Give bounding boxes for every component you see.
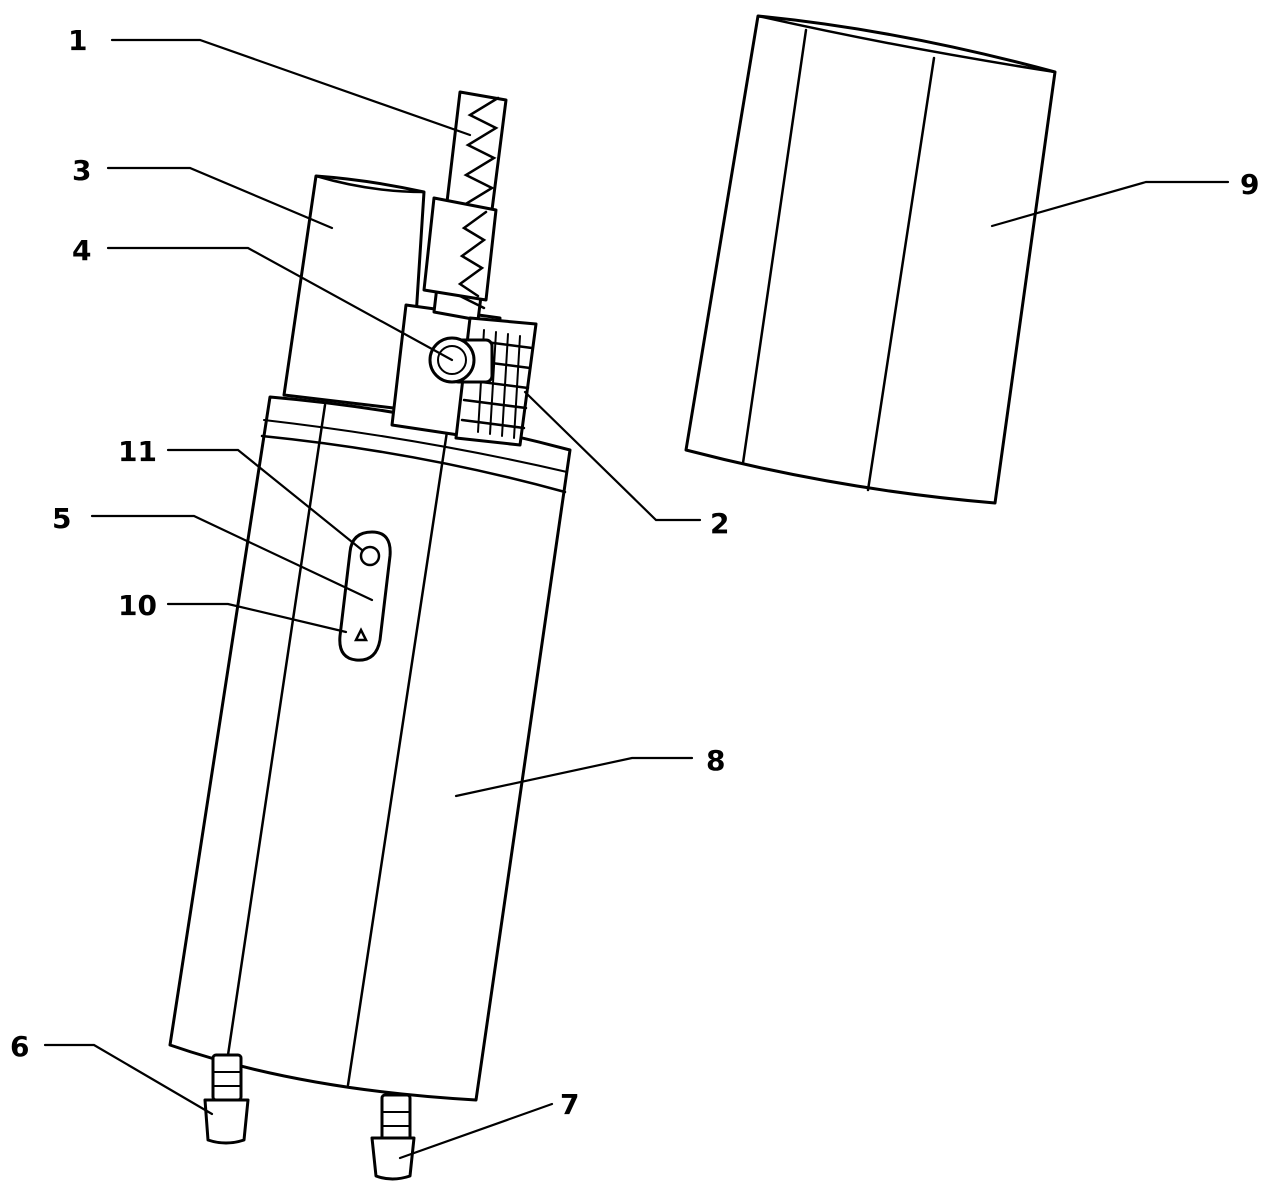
callout-3: 3: [72, 154, 91, 187]
leader-4: [106, 246, 454, 362]
callout-2: 2: [710, 507, 729, 540]
inner-cylinder: [282, 174, 426, 412]
leader-1: [110, 38, 472, 137]
main-housing: [168, 395, 572, 1102]
adjustment-knob: [428, 336, 494, 384]
callout-labels: 1 2 3 4 5 6 7 8 9 10 11: [10, 24, 1259, 1121]
callout-5: 5: [52, 502, 71, 535]
callout-7: 7: [560, 1088, 579, 1121]
leader-7: [398, 1102, 554, 1160]
callout-9: 9: [1240, 168, 1259, 201]
leader-11: [166, 448, 364, 552]
callout-8: 8: [706, 744, 725, 777]
callout-11: 11: [118, 435, 157, 468]
leader-10: [166, 602, 348, 634]
bottom-fitting-left: [203, 1053, 250, 1145]
leader-lines: [43, 38, 1230, 1160]
indicator-triangle-icon: [353, 627, 369, 642]
callout-6: 6: [10, 1030, 29, 1063]
leader-6: [43, 1043, 214, 1116]
cover-sleeve: [684, 14, 1057, 505]
callout-10: 10: [118, 589, 157, 622]
bottom-fitting-right: [370, 1093, 416, 1181]
leader-8: [454, 756, 694, 798]
callout-1: 1: [68, 24, 87, 57]
leader-2: [523, 390, 702, 522]
callout-4: 4: [72, 234, 91, 267]
leader-5: [90, 514, 374, 602]
indicator-circle-icon: [359, 545, 381, 567]
toothed-rack: [422, 90, 508, 322]
leader-3: [106, 166, 334, 230]
leader-9: [990, 180, 1230, 228]
